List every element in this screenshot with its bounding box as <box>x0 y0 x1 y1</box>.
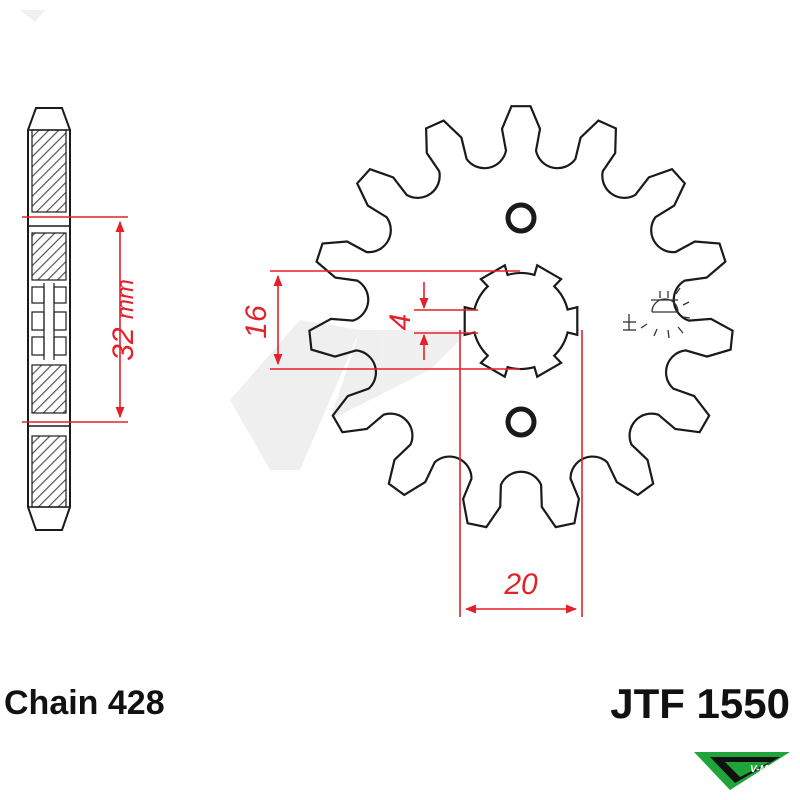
vmx-logo-text: V-MX <box>750 764 776 775</box>
rotation-symbol-icon <box>623 287 691 339</box>
chain-label: Chain 428 <box>4 684 165 722</box>
vmx-logo: V-MX <box>694 752 790 790</box>
spline-bore <box>463 263 579 379</box>
dim-inner-height: 16 <box>240 305 273 339</box>
sprocket-side-profile <box>27 107 71 531</box>
dimension-lines <box>22 216 583 617</box>
dim-bore: 20 <box>503 568 538 601</box>
dim-keyway: 4 <box>384 314 417 331</box>
bolt-hole <box>505 406 537 438</box>
part-number: JTF 1550 <box>610 680 790 727</box>
dim-chain-width: 32 mm <box>107 279 140 361</box>
sprocket-outline <box>308 105 734 529</box>
watermark-logo <box>20 10 470 470</box>
bolt-holes <box>505 202 537 438</box>
bolt-hole <box>505 202 537 234</box>
